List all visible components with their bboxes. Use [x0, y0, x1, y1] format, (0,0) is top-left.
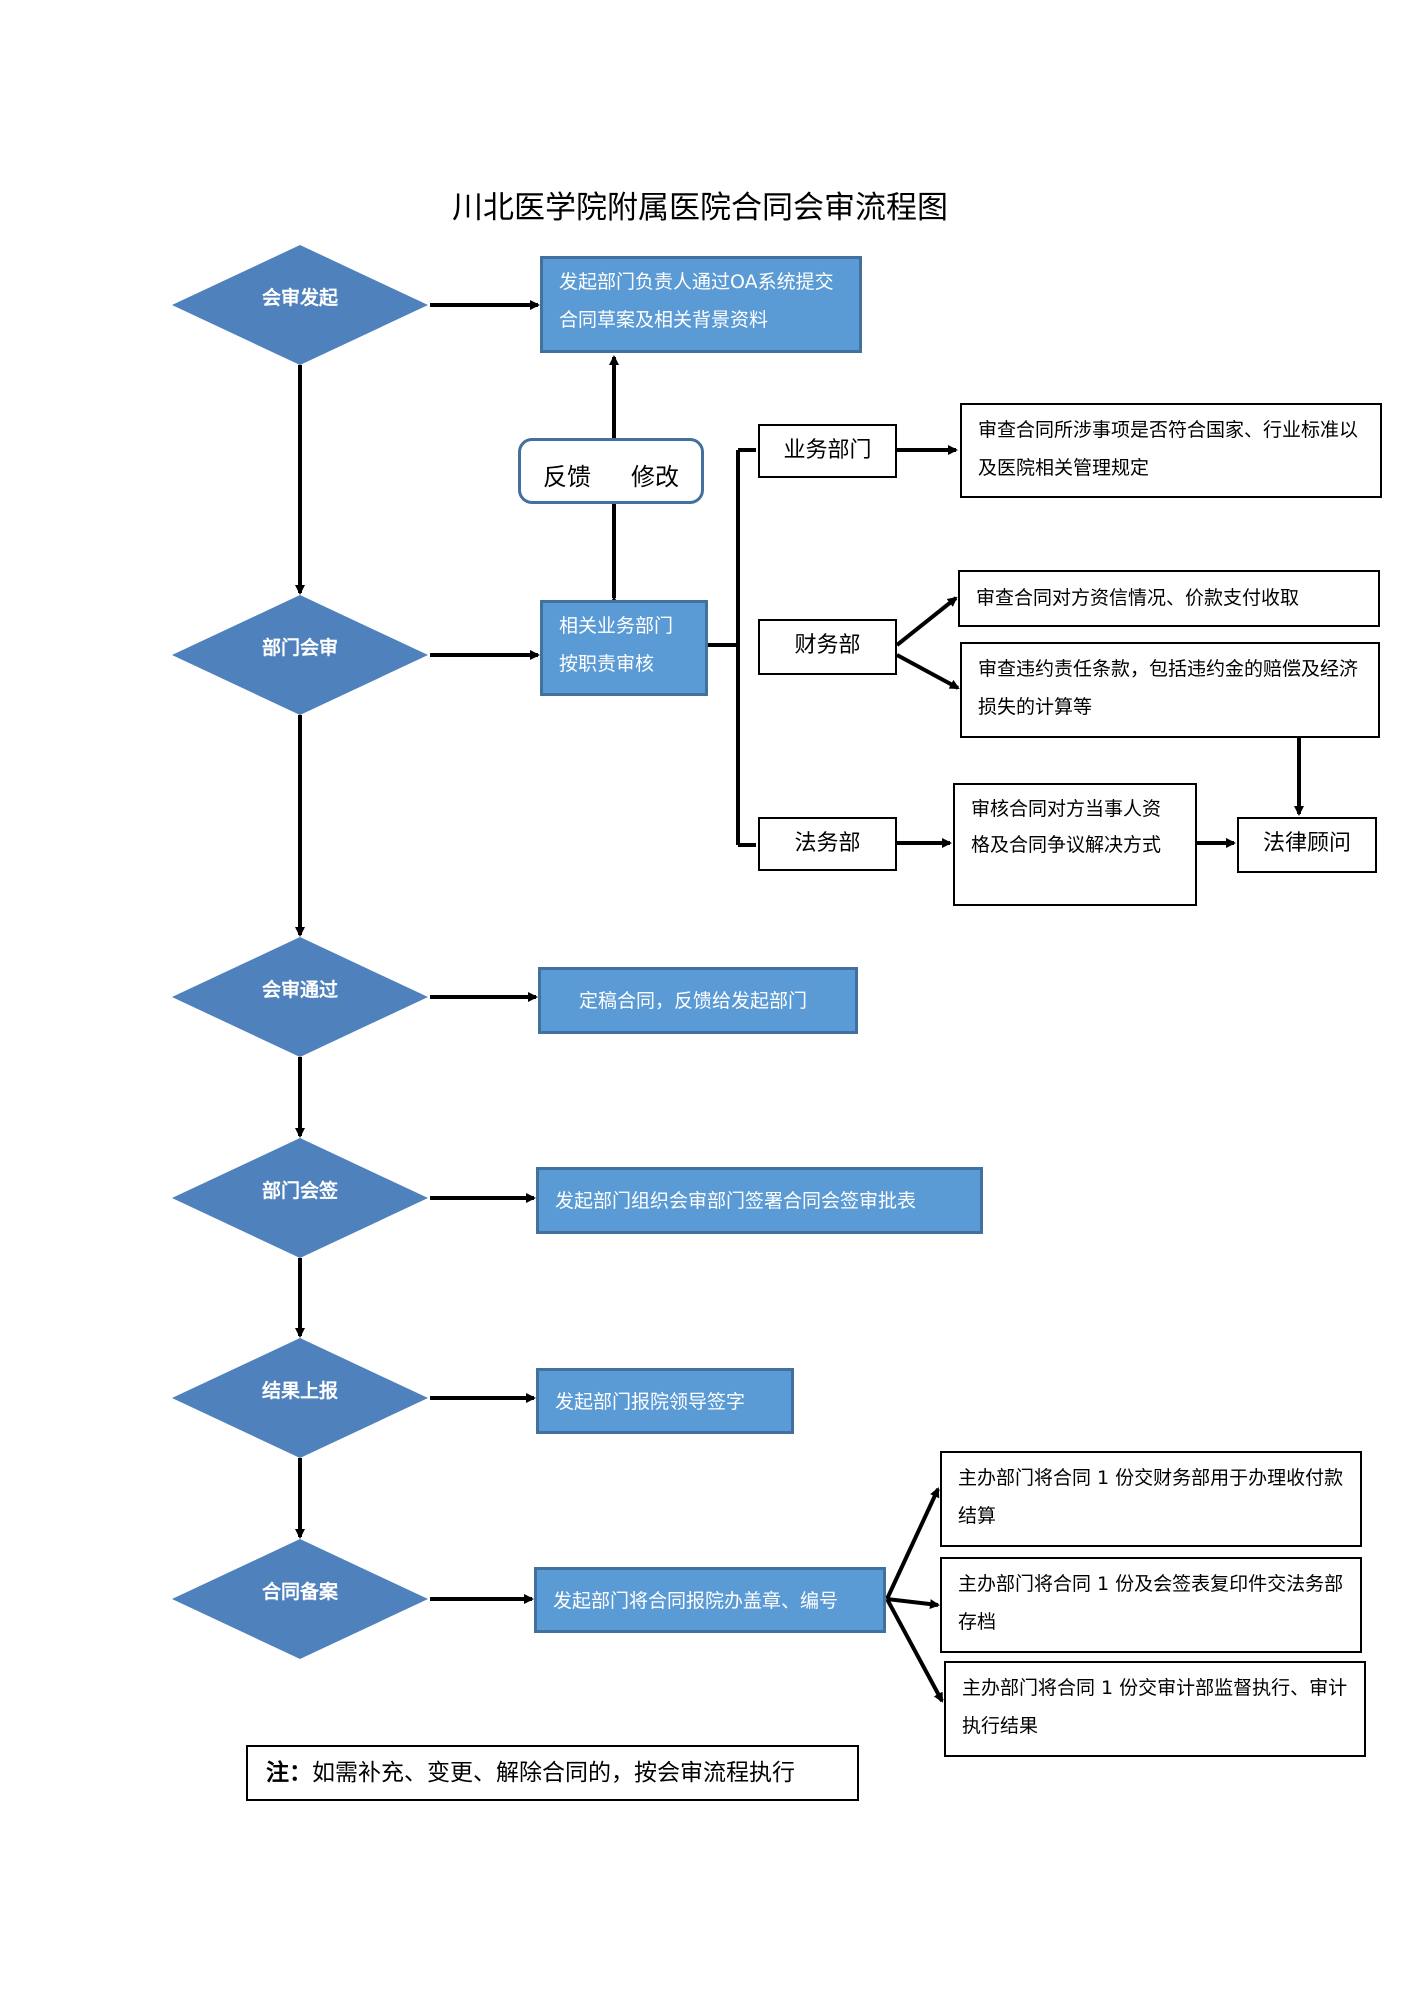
- step-label-filing: 合同备案: [261, 1581, 338, 1603]
- step-label-dept-review: 部门会审: [261, 637, 338, 659]
- dept-finance: 财务部: [758, 619, 897, 675]
- step-label-approved: 会审通过: [261, 979, 338, 1001]
- decision-diamond: [172, 1138, 428, 1258]
- action-box-dept-review: 相关业务部门按职责审核: [540, 600, 708, 696]
- decision-diamond: [172, 937, 428, 1057]
- revise-label: 修改: [631, 463, 679, 491]
- dept-business: 业务部门: [758, 424, 897, 478]
- filing-finance: 主办部门将合同 1 份交财务部用于办理收付款结算: [940, 1451, 1362, 1547]
- flow-arrow: [895, 596, 958, 647]
- filing-audit: 主办部门将合同 1 份交审计部监督执行、审计执行结果: [944, 1661, 1366, 1757]
- decision-diamond: [172, 1338, 428, 1458]
- action-box-finalize: 定稿合同，反馈给发起部门: [538, 967, 858, 1034]
- review-legal: 审核合同对方当事人资格及合同争议解决方式: [953, 783, 1197, 906]
- decision-diamond: [172, 1539, 428, 1659]
- decision-diamond: [172, 245, 428, 365]
- feedback-label: 反馈: [543, 463, 591, 491]
- action-box-countersign: 发起部门组织会审部门签署合同会签审批表: [536, 1167, 983, 1234]
- review-business: 审查合同所涉事项是否符合国家、行业标准以及医院相关管理规定: [960, 403, 1382, 498]
- step-label-initiate: 会审发起: [261, 287, 338, 309]
- legal-counsel-box: 法律顾问: [1237, 817, 1377, 873]
- flow-arrow: [896, 653, 960, 690]
- dept-legal: 法务部: [758, 817, 897, 871]
- filing-legal: 主办部门将合同 1 份及会签表复印件交法务部存档: [940, 1557, 1362, 1653]
- action-box-seal: 发起部门将合同报院办盖章、编号: [534, 1567, 886, 1633]
- feedback-revise-box: 反馈 修改: [518, 438, 704, 504]
- note-text: 如需补充、变更、解除合同的，按会审流程执行: [312, 1760, 795, 1786]
- page-title: 川北医学院附属医院合同会审流程图: [452, 190, 948, 226]
- flow-arrow: [885, 1598, 944, 1703]
- note-prefix: 注：: [266, 1760, 312, 1786]
- review-finance-credit: 审查合同对方资信情况、价款支付收取: [958, 570, 1380, 627]
- review-finance-liability: 审查违约责任条款，包括违约金的赔偿及经济损失的计算等: [960, 642, 1380, 738]
- step-label-report: 结果上报: [261, 1380, 338, 1402]
- flow-arrow: [885, 1487, 940, 1600]
- flow-arrow: [886, 1597, 940, 1610]
- action-box-report: 发起部门报院领导签字: [536, 1368, 794, 1434]
- note-box: 注：如需补充、变更、解除合同的，按会审流程执行: [246, 1745, 859, 1801]
- action-box-submit: 发起部门负责人通过OA系统提交合同草案及相关背景资料: [540, 256, 862, 353]
- step-label-countersign: 部门会签: [261, 1180, 338, 1202]
- decision-diamond: [172, 595, 428, 715]
